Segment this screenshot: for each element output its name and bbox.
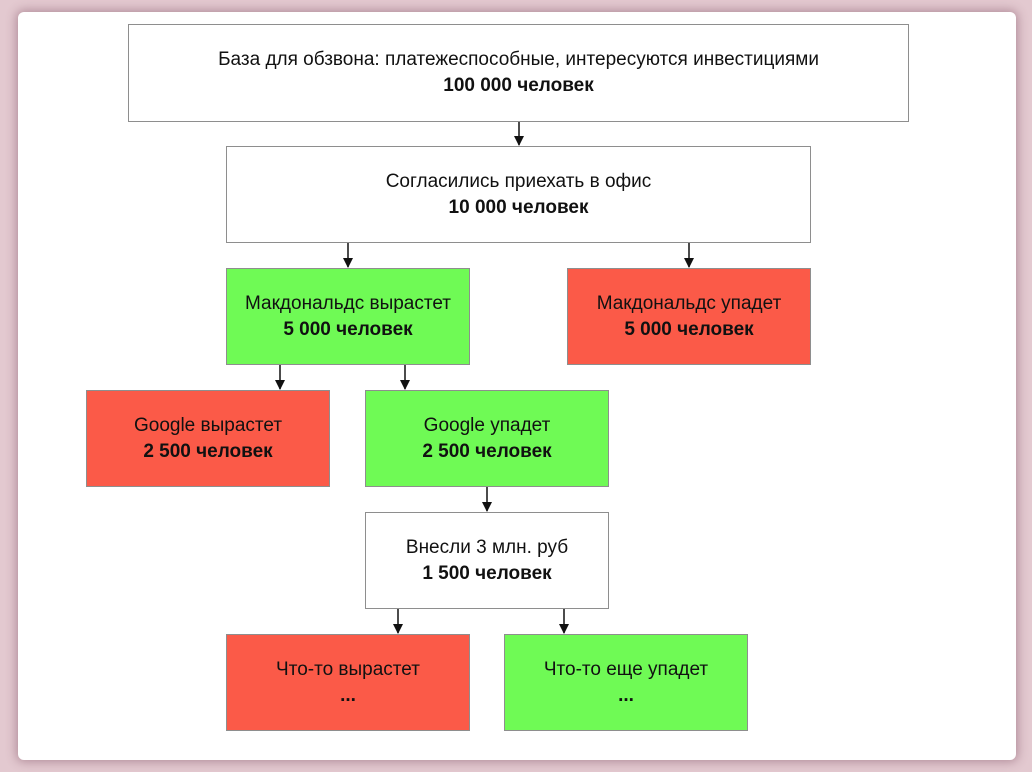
node-count: 10 000 человек	[448, 196, 589, 218]
node-count: 1 500 человек	[422, 562, 552, 584]
node-label: Что-то вырастет	[276, 658, 420, 680]
node-call-base: База для обзвона: платежеспособные, инте…	[128, 24, 909, 122]
node-mcd-down: Макдональдс упадет 5 000 человек	[567, 268, 811, 365]
node-count: 5 000 человек	[283, 318, 413, 340]
node-paid: Внесли 3 млн. руб 1 500 человек	[365, 512, 609, 609]
node-office-visit: Согласились приехать в офис 10 000 челов…	[226, 146, 811, 243]
node-label: Google упадет	[423, 414, 551, 436]
node-something-up: Что-то вырастет ...	[226, 634, 470, 731]
node-count: 2 500 человек	[422, 440, 552, 462]
node-something-down: Что-то еще упадет ...	[504, 634, 748, 731]
node-count: 2 500 человек	[143, 440, 273, 462]
node-count: ...	[340, 684, 356, 706]
node-label: Макдональдс вырастет	[245, 292, 451, 314]
node-count: 100 000 человек	[443, 75, 594, 96]
node-count: ...	[618, 684, 634, 706]
node-label: Макдональдс упадет	[596, 292, 782, 314]
node-label: Что-то еще упадет	[543, 658, 709, 680]
node-google-down: Google упадет 2 500 человек	[365, 390, 609, 487]
node-mcd-up: Макдональдс вырастет 5 000 человек	[226, 268, 470, 365]
node-google-up: Google вырастет 2 500 человек	[86, 390, 330, 487]
node-label: База для обзвона: платежеспособные, инте…	[218, 49, 819, 70]
node-label: Google вырастет	[133, 414, 283, 436]
node-label: Внесли 3 млн. руб	[405, 536, 569, 558]
node-count: 5 000 человек	[624, 318, 754, 340]
node-label: Согласились приехать в офис	[385, 170, 652, 192]
